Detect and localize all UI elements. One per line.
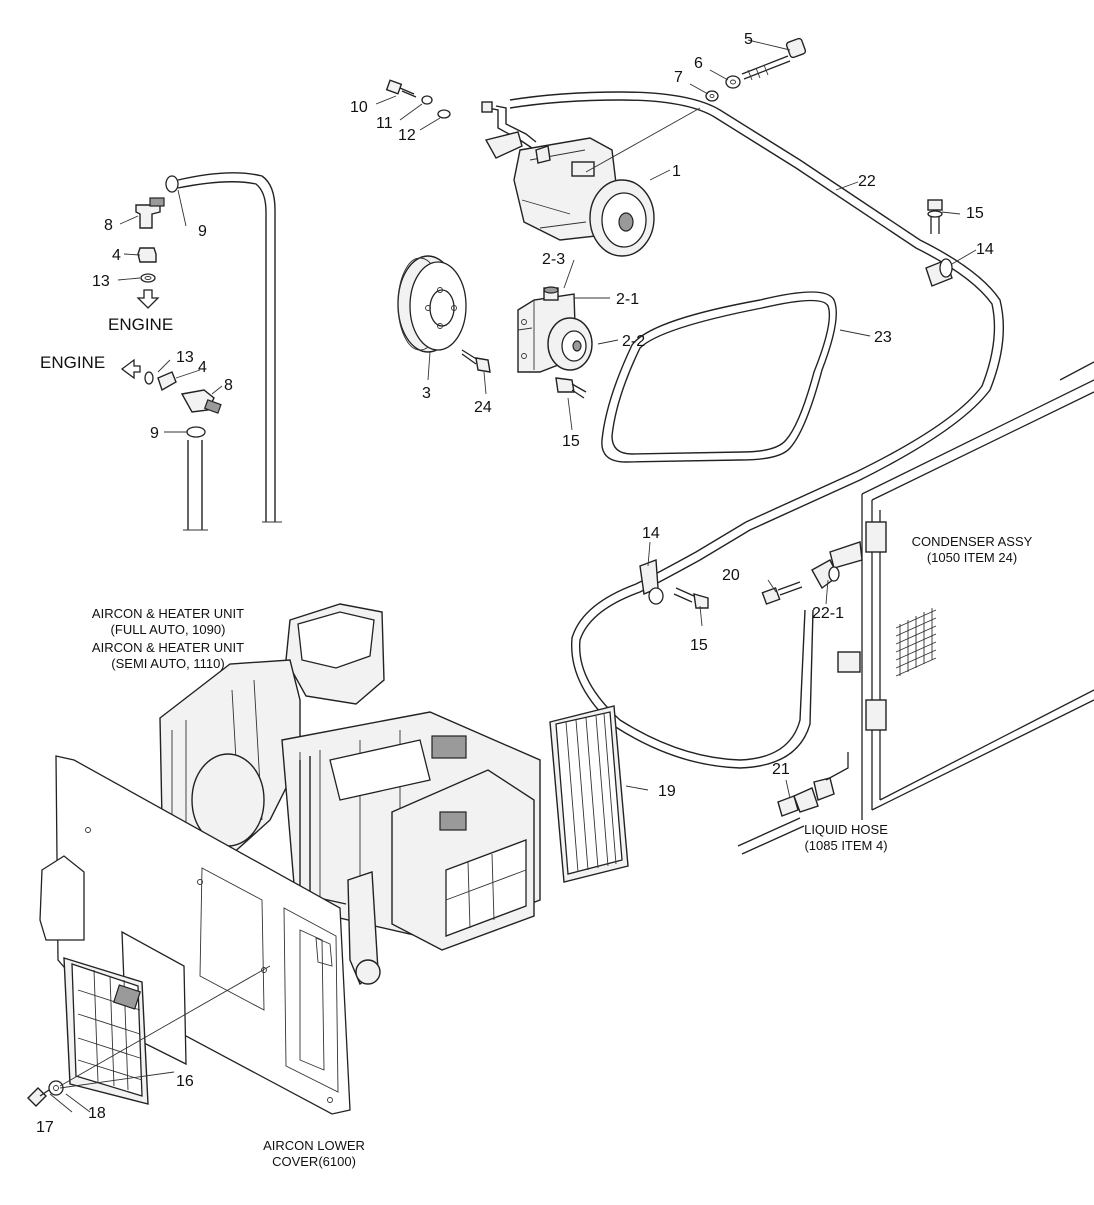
compressor-pipe [481, 101, 537, 159]
callout-22-1: 22-1 [812, 605, 844, 622]
callout-14-upper: 14 [976, 241, 994, 258]
cock-valve-8-upper [135, 197, 165, 229]
arrow-to-engine-down [136, 289, 160, 309]
aircon-heater-unit [159, 603, 541, 986]
callout-13-upper: 13 [92, 273, 110, 290]
heater-hose-short [183, 440, 208, 531]
callout-2-2: 2-2 [622, 333, 645, 350]
callout-4-lower: 4 [198, 359, 207, 376]
engine-label-upper: ENGINE [108, 315, 173, 334]
callout-17: 17 [36, 1119, 54, 1136]
hose-clamp-9-upper [165, 175, 179, 193]
liquid-hose-label-line2: (1085 ITEM 4) [804, 838, 887, 853]
washer-11 [421, 95, 433, 105]
v-belt-23 [601, 291, 837, 463]
callout-24: 24 [474, 399, 492, 416]
callout-22: 22 [858, 173, 876, 190]
callout-19: 19 [658, 783, 676, 800]
connector-4-lower [157, 371, 177, 392]
callout-3: 3 [422, 385, 431, 402]
callout-16: 16 [176, 1073, 194, 1090]
callout-8-lower: 8 [224, 377, 233, 394]
callout-21: 21 [772, 761, 790, 778]
connector-4-upper [137, 247, 157, 263]
condenser-assy [837, 361, 1094, 820]
callout-15-bracket: 15 [562, 433, 580, 450]
bolt-15-upper [927, 199, 943, 234]
callout-2-1: 2-1 [616, 291, 639, 308]
cock-valve-8-lower [180, 389, 222, 414]
condenser-label-line1: CONDENSER ASSY [912, 534, 1033, 549]
callout-2-3: 2-3 [542, 251, 565, 268]
callout-12: 12 [398, 127, 416, 144]
washer-6 [725, 75, 741, 89]
engine-label-left: ENGINE [40, 353, 105, 372]
liquid-hose [737, 817, 805, 855]
hose-clamp-14-upper [925, 258, 953, 287]
leader-lines [49, 39, 977, 1113]
callout-15-upper: 15 [966, 205, 984, 222]
air-filter-19 [549, 705, 629, 883]
callout-15-lower: 15 [690, 637, 708, 654]
callout-6: 6 [694, 55, 703, 72]
callout-18: 18 [88, 1105, 106, 1122]
bolt-10 [385, 79, 417, 98]
washer-7 [705, 90, 719, 102]
lower-cover-label-line2: COVER(6100) [272, 1154, 356, 1169]
o-ring-13-lower [144, 371, 154, 385]
bolt-15-lower [673, 587, 709, 609]
pulley-3 [397, 255, 467, 353]
bolt-5 [741, 37, 807, 81]
lower-cover-label-line1: AIRCON LOWER [263, 1138, 365, 1153]
callout-1: 1 [672, 163, 681, 180]
callout-numbers: 1 2-1 2-2 2-3 3 4 4 5 6 7 8 8 9 9 10 11 … [36, 31, 994, 1136]
callout-9-upper: 9 [198, 223, 207, 240]
bolt-20 [761, 581, 803, 605]
callout-13-lower: 13 [176, 349, 194, 366]
o-ring-12 [437, 109, 451, 119]
arrow-to-engine-left [120, 358, 141, 380]
bolt-24 [461, 349, 491, 373]
heater-hose-long [177, 172, 282, 523]
compressor-1 [513, 137, 655, 257]
outlet-grille-16 [63, 957, 149, 1105]
callout-20: 20 [722, 567, 740, 584]
bolt-15-bracket [555, 377, 587, 399]
aircon-semi-label-line2: (SEMI AUTO, 1110) [111, 656, 224, 671]
idler-pulley-2-2 [547, 317, 593, 371]
callout-11: 11 [376, 115, 393, 132]
hose-clamp-14-lower [639, 559, 664, 605]
callout-7: 7 [674, 69, 683, 86]
aircon-full-label-line1: AIRCON & HEATER UNIT [92, 606, 244, 621]
condenser-label-line2: (1050 ITEM 24) [927, 550, 1017, 565]
aircon-full-label-line2: (FULL AUTO, 1090) [111, 622, 226, 637]
text-labels: ENGINE ENGINE CONDENSER ASSY (1050 ITEM … [40, 315, 1033, 1169]
callout-14-lower: 14 [642, 525, 660, 542]
aircon-lower-cover [39, 755, 351, 1115]
callout-8-upper: 8 [104, 217, 113, 234]
o-ring-13-upper [140, 273, 156, 283]
callout-10: 10 [350, 99, 368, 116]
bolt-2-3 [543, 286, 559, 301]
callout-9-lower: 9 [150, 425, 159, 442]
callout-4-upper: 4 [112, 247, 121, 264]
hose-clamp-9-lower [186, 426, 206, 438]
callout-23: 23 [874, 329, 892, 346]
callout-5: 5 [744, 31, 753, 48]
liquid-hose-label-line1: LIQUID HOSE [804, 822, 888, 837]
fitting-21 [777, 752, 849, 817]
aircon-semi-label-line1: AIRCON & HEATER UNIT [92, 640, 244, 655]
fitting-22-1 [811, 541, 863, 590]
screw-17 [27, 1087, 53, 1107]
